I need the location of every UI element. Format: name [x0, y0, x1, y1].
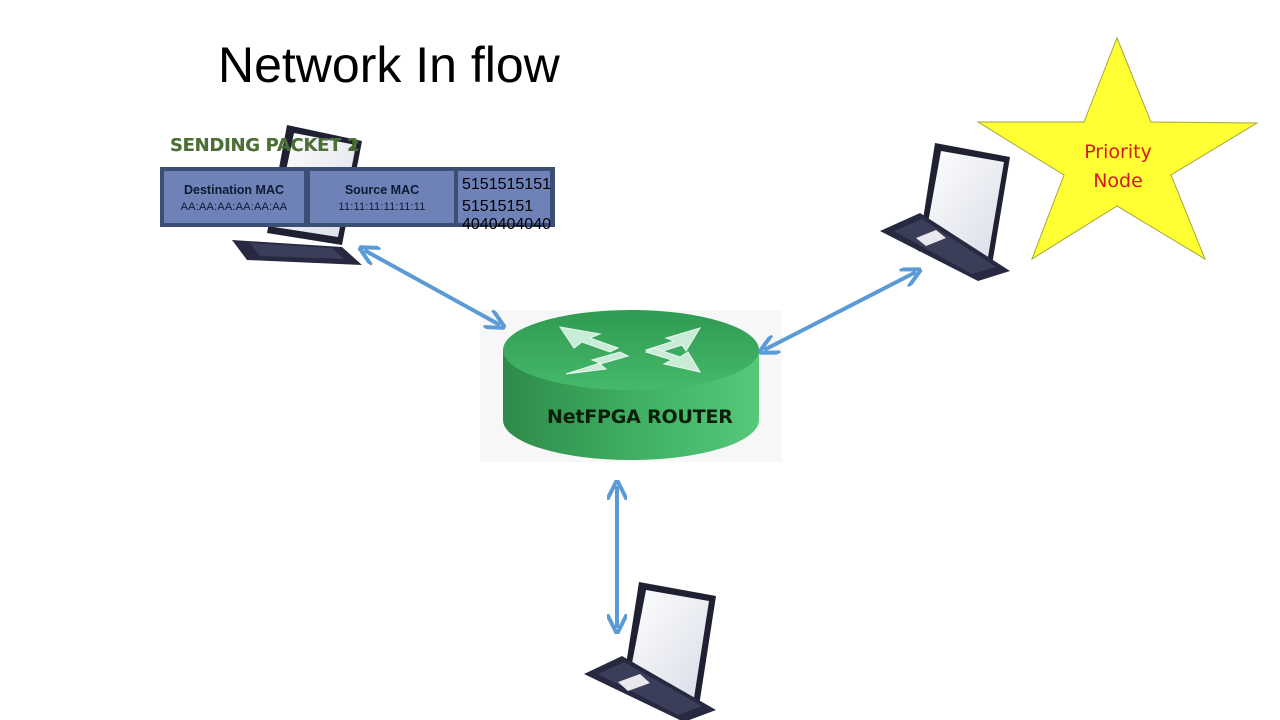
priority-star-icon[interactable] — [976, 36, 1259, 261]
router-icon[interactable] — [480, 310, 782, 462]
payload-text-2: 4040404040 — [462, 216, 551, 233]
packet-status-text-2: SENDING PACKET 2 — [170, 135, 360, 156]
destination-mac-field: Destination MAC AA:AA:AA:AA:AA:AA — [164, 171, 304, 223]
laptop-icon[interactable] — [584, 582, 716, 720]
source-mac-field: Source MAC 11:11:11:11:11:11 — [310, 171, 454, 223]
priority-node-line-1: Priority — [1084, 141, 1152, 163]
router-label: NetFPGA ROUTER — [547, 406, 733, 428]
laptop-icon[interactable] — [880, 143, 1010, 281]
page-title: Network In flow — [218, 37, 560, 93]
priority-node-line-2: Node — [1093, 170, 1143, 192]
packet-status-text-1: SENDING PACKET 1 — [170, 135, 360, 156]
source-mac-value: 11:11:11:11:11:11 — [338, 201, 426, 213]
packet-frame: Destination MAC AA:AA:AA:AA:AA:AA Source… — [160, 167, 555, 227]
source-mac-label: Source MAC — [344, 183, 420, 197]
packet-status-label: SENDING PACKET 1 SENDING PACKET 2 — [170, 135, 360, 156]
link-arrow-top-left — [364, 250, 500, 325]
router-arrows-icon — [558, 326, 702, 375]
priority-node-label: Priority Node — [1068, 138, 1168, 196]
destination-mac-label: Destination MAC — [184, 183, 284, 197]
payload-field: 515151515151515151 — [458, 171, 551, 223]
destination-mac-value: AA:AA:AA:AA:AA:AA — [180, 201, 288, 213]
link-arrow-right — [764, 272, 916, 350]
payload-text-1: 515151515151515151 — [462, 176, 551, 215]
